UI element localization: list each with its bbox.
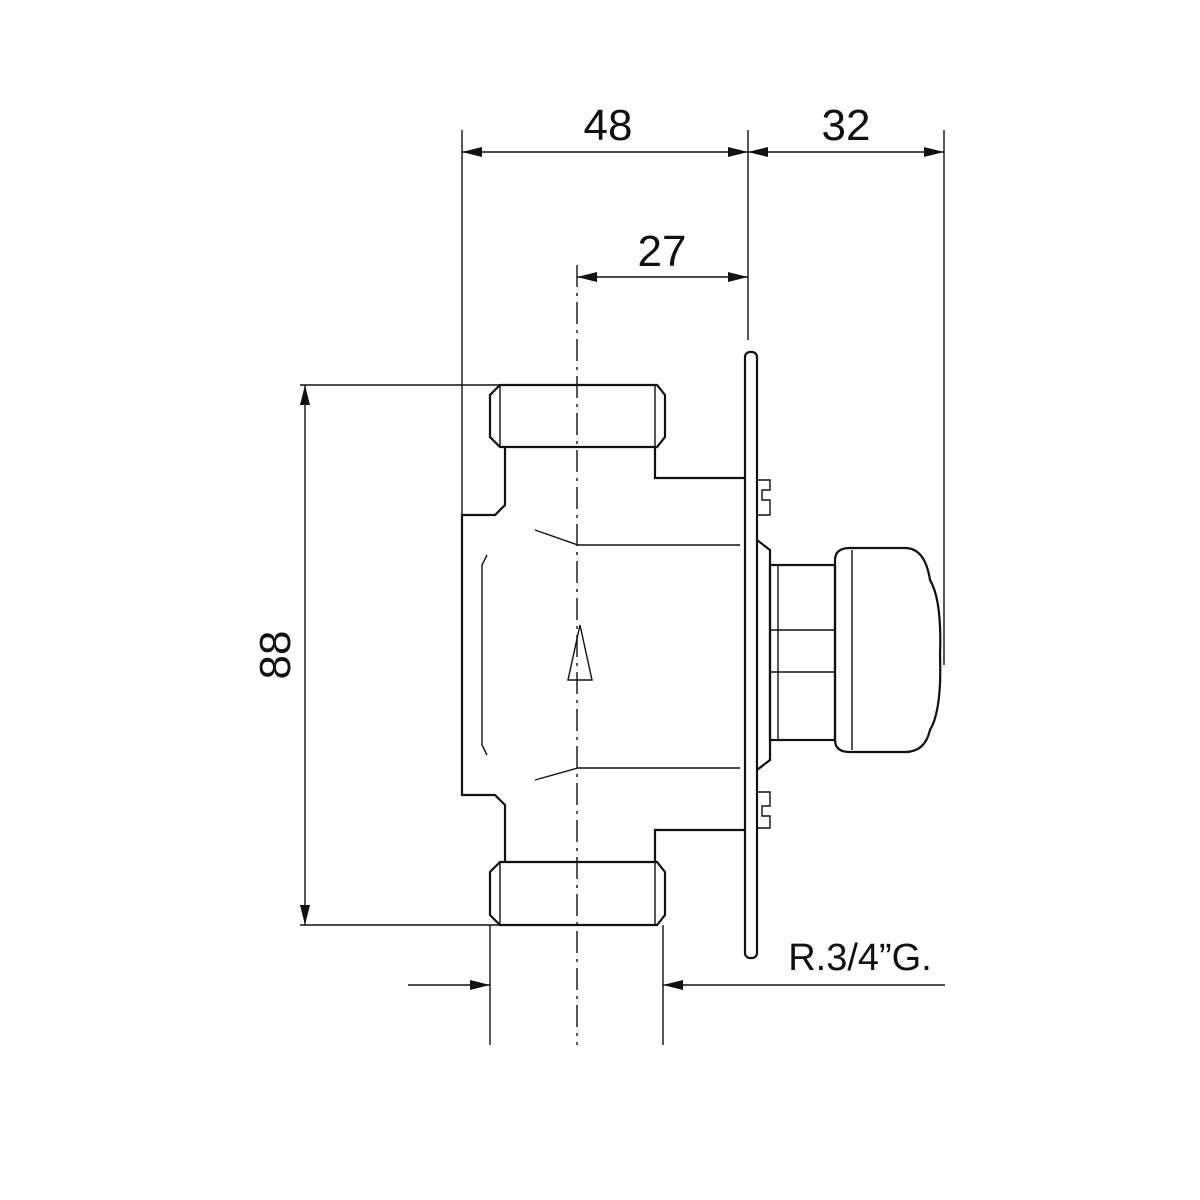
dimension-88: 88	[251, 385, 310, 925]
dimension-48-label: 48	[584, 101, 633, 150]
thread-label: R.3/4”G.	[788, 937, 932, 979]
dimension-thread: R.3/4”G.	[408, 937, 945, 990]
top-nipple	[488, 383, 667, 449]
wall-plate	[743, 350, 759, 960]
flow-arrow-icon	[567, 624, 593, 681]
dimension-88-label: 88	[251, 631, 300, 680]
bottom-nipple	[488, 860, 667, 927]
dimension-32-label: 32	[822, 101, 871, 150]
dimension-32: 32	[748, 101, 944, 157]
dimension-48: 48	[462, 101, 748, 157]
push-button-knob	[756, 539, 942, 771]
dimension-27: 27	[577, 227, 748, 282]
valve-body	[460, 447, 771, 862]
dimension-27-label: 27	[638, 227, 687, 276]
extension-lines	[300, 130, 945, 1045]
